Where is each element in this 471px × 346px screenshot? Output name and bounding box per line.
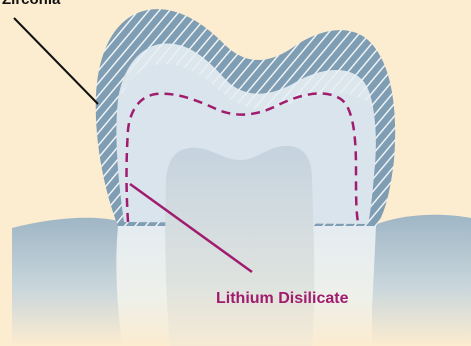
- dentin-core: [165, 146, 314, 346]
- gum: [12, 218, 122, 346]
- zirconia-leader-line: [14, 18, 98, 104]
- lithium-disilicate-label: Lithium Disilicate: [216, 290, 349, 307]
- zirconia-label: Zirconia: [2, 0, 61, 8]
- gum: [372, 215, 471, 346]
